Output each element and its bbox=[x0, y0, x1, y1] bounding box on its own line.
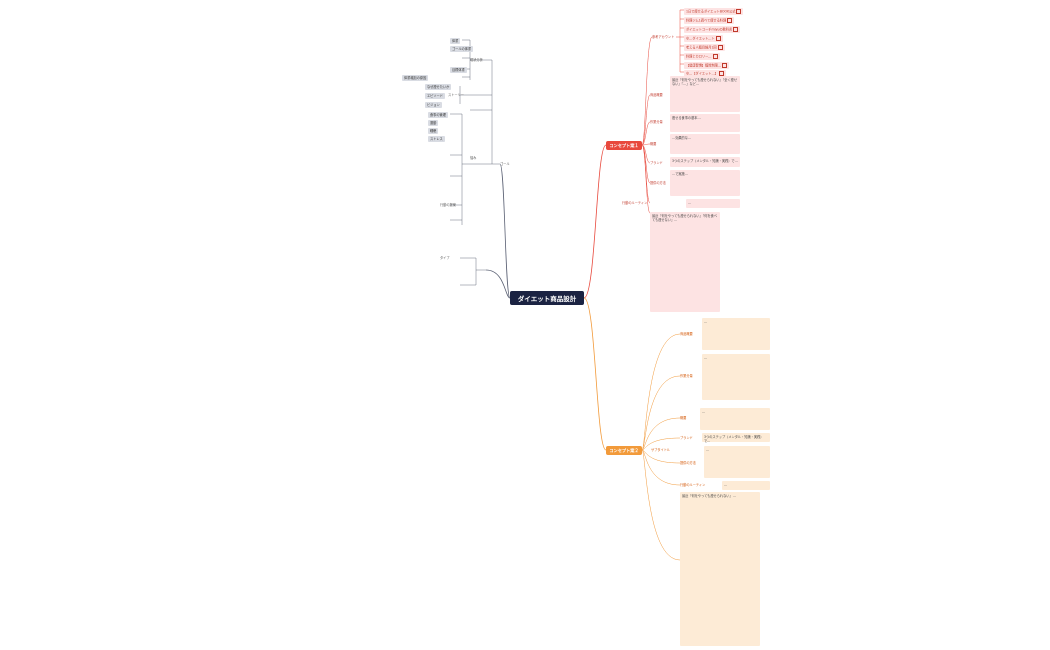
c1-long-text: 最近『何をやっても痩せられない』『何を食べても痩せない』… bbox=[650, 212, 720, 312]
c2-section-label: 提供の方法 bbox=[680, 461, 696, 465]
link-icon bbox=[718, 71, 724, 76]
concept2-node[interactable]: コンセプト案２ bbox=[606, 446, 642, 455]
c2-long-text: 最近『何をやっても痩せられない』… bbox=[680, 492, 760, 646]
link-item[interactable]: 料理ジム1週べて痩せる料理 bbox=[684, 17, 735, 24]
c1-section-label: 商品概要 bbox=[650, 93, 663, 97]
link-icon bbox=[717, 45, 723, 50]
link-icon bbox=[715, 36, 721, 41]
c2-section-label: ブランド bbox=[680, 436, 693, 440]
c2-section-label: 行動のルーティン bbox=[680, 483, 706, 487]
c2-section-text: … bbox=[704, 446, 770, 478]
link-icon bbox=[727, 18, 733, 23]
c2-section-text: … bbox=[722, 481, 770, 490]
left-branch-label: タイプ bbox=[440, 256, 450, 260]
left-child[interactable]: 睡眠 bbox=[428, 128, 439, 135]
link-icon bbox=[733, 27, 739, 32]
left-child[interactable]: エピソード bbox=[425, 93, 445, 100]
link-icon bbox=[712, 54, 718, 59]
left-child[interactable]: なぜ痩せたいか bbox=[425, 84, 452, 91]
c1-section-text: …で実施… bbox=[670, 170, 740, 196]
left-child[interactable]: ゴールの体重 bbox=[450, 46, 474, 53]
left-branch-label: 悩み bbox=[470, 156, 477, 160]
root-node[interactable]: ダイエット商品設計 bbox=[510, 291, 584, 305]
c2-section-label: 商品概要 bbox=[680, 332, 693, 336]
link-item[interactable]: ダイエットコーチmiyuの教科書 bbox=[684, 26, 741, 33]
c1-section-label: 概要 bbox=[650, 142, 657, 146]
c1-section-text: 最近『何をやっても痩せられない』『全く痩せない』『…』など… bbox=[670, 76, 740, 112]
link-icon bbox=[736, 9, 742, 14]
left-child[interactable]: 食事の管理 bbox=[428, 112, 448, 119]
link-item[interactable]: ゆ…ダイエット…ト bbox=[684, 35, 723, 42]
c1-section-label: 作業分量 bbox=[650, 120, 663, 124]
link-item[interactable]: 料理とカロリー… bbox=[684, 53, 720, 60]
c1-section-text: … bbox=[686, 199, 740, 208]
link-item[interactable]: ゆ…【ダイエット…】 bbox=[684, 70, 726, 77]
left-branch-label: 行動の提案 bbox=[440, 203, 456, 207]
left-branch-label: ストーリー bbox=[448, 93, 464, 97]
left-child[interactable]: 目標体重 bbox=[450, 67, 467, 74]
left-child[interactable]: ビジョン bbox=[425, 102, 442, 109]
left-child[interactable]: 体重 bbox=[450, 38, 461, 45]
c2-section-text: … bbox=[702, 318, 770, 350]
link-item[interactable]: 考える人類目線月1回 bbox=[684, 44, 725, 51]
c2-sub-label: サブタイトル bbox=[651, 448, 671, 452]
left-branch-label: 現状分析 bbox=[470, 58, 483, 62]
c1-section-label: 行動のルーティン bbox=[622, 201, 648, 205]
c1-section-text: 痩せる食事の基本… bbox=[670, 114, 740, 132]
goal-label: ゴール bbox=[500, 162, 510, 166]
concept1-node[interactable]: コンセプト案１ bbox=[606, 141, 642, 150]
link-item[interactable]: 1日で痩せるダイエットBOOK公式 bbox=[684, 8, 744, 15]
reference-account-label: 参考アカウント bbox=[652, 35, 675, 39]
link-icon bbox=[722, 63, 728, 68]
c1-section-label: ブランド bbox=[650, 161, 663, 165]
c2-section-label: 作業分量 bbox=[680, 374, 693, 378]
c1-section-text: 3つのステップ（メンタル・知識・実践）で… bbox=[670, 157, 740, 167]
c2-section-text: … bbox=[702, 354, 770, 400]
c1-section-label: 提供の方法 bbox=[650, 181, 666, 185]
c1-section-text: …効果的な… bbox=[670, 134, 740, 154]
left-child[interactable]: 体重増加の原因 bbox=[402, 75, 429, 82]
c2-section-label: 概要 bbox=[680, 416, 687, 420]
c2-section-text: 3つのステップ（メンタル・知識・実践）で… bbox=[702, 433, 770, 443]
c2-section-text: … bbox=[700, 408, 770, 430]
link-item[interactable]: 【健康習慣】糖質制限… bbox=[684, 62, 730, 69]
left-child[interactable]: ストレス bbox=[428, 136, 445, 143]
left-child[interactable]: 運動 bbox=[428, 120, 439, 127]
